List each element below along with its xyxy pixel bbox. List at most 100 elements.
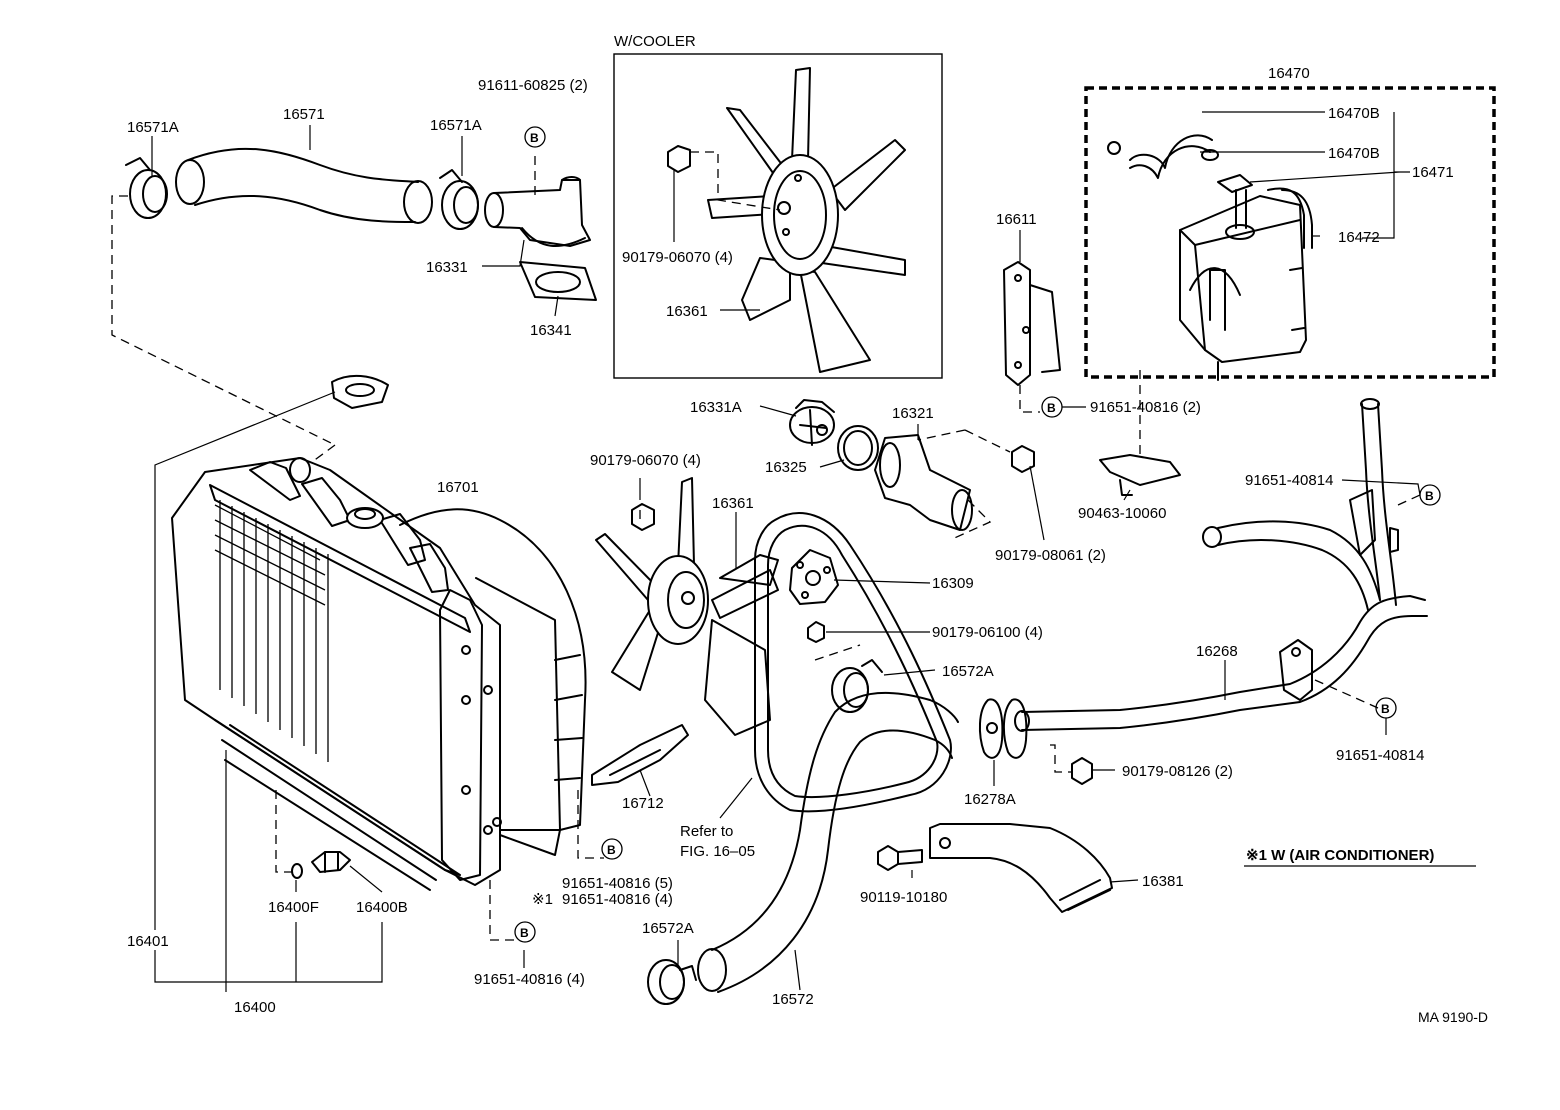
radiator-side-tank [439,589,502,881]
label-16471: 16471 [1412,164,1454,181]
cooler-inset-title: W/COOLER [614,33,696,50]
bolt-mark-91611: B [524,126,546,148]
label-16400: 16400 [234,999,276,1016]
bolt-mark-label: B [1381,702,1390,716]
part-labels: 16571A 16571 16571A 91611-60825 (2) 1633… [127,77,1454,1016]
label-16701: 16701 [437,479,479,496]
bypass-nut [1071,757,1093,785]
reservoir-inset: 16470 [1084,65,1496,379]
reservoir-hose [1107,134,1219,179]
label-90179-06070: 90179-06070 (4) [590,452,701,469]
label-91651-40816-5: 91651-40816 (5) [562,875,673,892]
fan-nut-inset [667,145,781,211]
bolt-mark-label: B [530,131,539,145]
diagram-code: MA 9190-D [1418,1009,1488,1025]
bypass-gaskets [978,698,1028,759]
fan-nut [631,503,655,531]
radiator-cap-gasket [331,374,389,409]
label-ac-mark: ※1 [532,891,553,908]
bolt-mark-pipe-bottom: B [1375,697,1397,719]
water-outlet-gasket [519,261,597,301]
hose-clamp-right [439,169,479,230]
label-16341: 16341 [530,322,572,339]
reservoir-bracket [1003,261,1061,386]
pipe-bracket [929,823,1113,913]
label-16331A: 16331A [690,399,742,416]
radiator [171,457,502,891]
label-90179-08126: 90179-08126 (2) [1122,763,1233,780]
label-91611-60825: 91611-60825 (2) [478,77,588,94]
shroud-lower-cover [591,724,689,786]
bolt-mark-label: B [520,926,529,940]
bolt-mark-16611: B [1041,396,1063,418]
label-16321: 16321 [892,405,934,422]
radiator-fins [214,500,329,762]
label-16331: 16331 [426,259,468,276]
lower-hose-clamp-top [831,659,883,713]
label-16572A-bottom: 16572A [642,920,694,937]
label-91651-40816-4a: 91651-40816 (4) [562,891,673,908]
label-16268: 16268 [1196,643,1238,660]
label-16611: 16611 [996,211,1037,228]
label-16325: 16325 [765,459,807,476]
label-91651-40816-2: 91651-40816 (2) [1090,399,1201,416]
label-16381: 16381 [1142,873,1184,890]
bracket-bolt [877,845,923,871]
ac-note: ※1 W (AIR CONDITIONER) [1244,847,1476,867]
label-16571: 16571 [283,106,325,123]
label-16572: 16572 [772,991,814,1008]
upper-radiator-hose [175,147,433,224]
label-16571A-left: 16571A [127,119,179,136]
lower-hose-clamp-bottom [647,959,697,1005]
thermostat-gasket [837,425,879,471]
radiator-cap [346,507,384,529]
dashed-alignment-lines [111,150,1421,941]
label-refer-fig: FIG. 16–05 [680,843,755,860]
reservoir-inset-title: 16470 [1268,65,1310,82]
cooler-inset: W/COOLER [613,33,943,379]
label-91651-40816-4b: 91651-40816 (4) [474,971,585,988]
cooler-fan [707,67,906,373]
label-90179-06070-inset: 90179-06070 (4) [622,249,733,266]
label-16400F: 16400F [268,899,319,916]
coupling-nut [807,621,825,643]
label-refer-to: Refer to [680,823,733,840]
clip [1099,454,1181,496]
label-91651-40814-a: 91651-40814 [1245,472,1333,489]
drain-cock-gasket [291,863,303,879]
housing-nut [1011,445,1035,473]
reservoir-tank [1179,174,1313,381]
label-16278A: 16278A [964,791,1016,808]
label-16470B-a: 16470B [1328,105,1380,122]
label-91651-40814-b: 91651-40814 [1336,747,1424,764]
ac-note-text: ※1 W (AIR CONDITIONER) [1246,847,1434,864]
water-inlet-housing [874,434,973,531]
bypass-pipe [1014,398,1428,732]
label-90463-10060: 90463-10060 [1078,505,1166,522]
cooling-fan [595,477,779,736]
label-16572A-top: 16572A [942,663,994,680]
label-16309: 16309 [932,575,974,592]
drive-belt [754,512,952,813]
label-16400B: 16400B [356,899,408,916]
radiator-top-tank [249,457,449,593]
lower-radiator-hose [697,692,959,993]
thermostat [789,399,835,446]
drain-cock [311,851,351,873]
label-90179-08061: 90179-08061 (2) [995,547,1106,564]
bolt-mark-pipe-top: B [1419,484,1441,506]
bolt-mark-label: B [1425,489,1434,503]
fan-shroud [399,508,587,856]
label-16401: 16401 [127,933,169,950]
leader-lines [151,111,1421,992]
bolt-mark-label: B [607,843,616,857]
label-16571A-right: 16571A [430,117,482,134]
label-90179-06100: 90179-06100 (4) [932,624,1043,641]
bolt-mark-label: B [1047,401,1056,415]
bolt-mark-shroud: B [601,838,623,860]
label-16361: 16361 [712,495,754,512]
label-16470B-b: 16470B [1328,145,1380,162]
bolt-mark-radiator: B [514,921,536,943]
label-16472: 16472 [1338,229,1380,246]
